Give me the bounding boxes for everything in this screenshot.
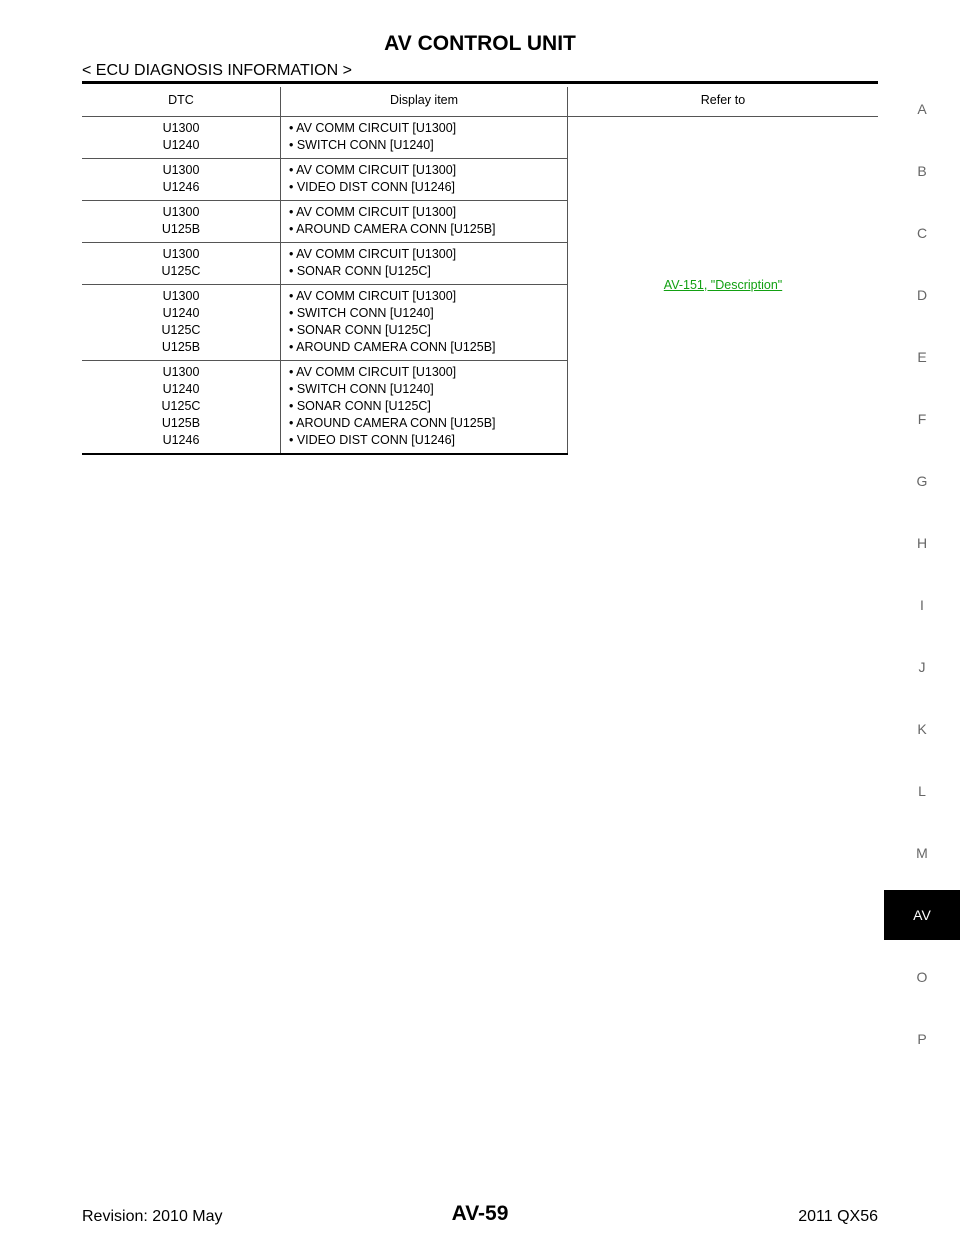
refer-to-link[interactable]: AV-151, "Description" <box>663 277 783 292</box>
display-item: • AV COMM CIRCUIT [U1300] <box>289 247 457 261</box>
display-items-cell: • AV COMM CIRCUIT [U1300] • VIDEO DIST CO… <box>280 158 568 201</box>
dtc-code: U1240 <box>162 306 200 320</box>
column-header-display-item: Display item <box>280 87 568 117</box>
page-title: AV CONTROL UNIT <box>384 32 576 55</box>
index-tab-p[interactable]: P <box>917 1031 927 1047</box>
dtc-code: U125C <box>161 399 201 413</box>
dtc-code: U1246 <box>162 433 200 447</box>
footer-revision: Revision: 2010 May <box>82 1208 223 1225</box>
display-item: • AV COMM CIRCUIT [U1300] <box>289 121 457 135</box>
dtc-code: U125B <box>161 416 201 430</box>
display-item: • VIDEO DIST CONN [U1246] <box>289 433 455 447</box>
display-item: • AV COMM CIRCUIT [U1300] <box>289 163 457 177</box>
dtc-code: U1300 <box>162 163 200 177</box>
index-tab-a[interactable]: A <box>917 101 927 117</box>
display-items-cell: • AV COMM CIRCUIT [U1300] • AROUND CAMERA… <box>280 200 568 243</box>
display-items-cell: • AV COMM CIRCUIT [U1300] • SWITCH CONN [… <box>280 284 568 361</box>
dtc-code: U125B <box>161 222 201 236</box>
display-items-cell: • AV COMM CIRCUIT [U1300] • SWITCH CONN [… <box>280 116 568 159</box>
index-tab-av[interactable]: AV <box>884 890 960 940</box>
dtc-code: U1300 <box>162 365 200 379</box>
index-tab-k[interactable]: K <box>917 721 927 737</box>
index-tab-g[interactable]: G <box>916 473 928 489</box>
display-item: • SWITCH CONN [U1240] <box>289 138 434 152</box>
dtc-code: U1300 <box>162 247 200 261</box>
index-tab-b[interactable]: B <box>917 163 927 179</box>
display-items-cell: • AV COMM CIRCUIT [U1300] • SWITCH CONN [… <box>280 360 568 455</box>
display-item: • AV COMM CIRCUIT [U1300] <box>289 365 457 379</box>
index-tab-l[interactable]: L <box>918 783 926 799</box>
index-tab-d[interactable]: D <box>916 287 928 303</box>
display-item: • AROUND CAMERA CONN [U125B] <box>289 222 496 236</box>
dtc-code: U1300 <box>162 289 200 303</box>
footer-model: 2011 QX56 <box>798 1208 878 1225</box>
display-item: • SWITCH CONN [U1240] <box>289 306 434 320</box>
table-header-row: DTC Display item Refer to <box>82 87 878 117</box>
dtc-code: U1240 <box>162 138 200 152</box>
display-item: • SONAR CONN [U125C] <box>289 399 431 413</box>
dtc-code: U125C <box>161 264 201 278</box>
dtc-code: U125C <box>161 323 201 337</box>
index-tab-i[interactable]: I <box>920 597 924 613</box>
dtc-code: U1240 <box>162 382 200 396</box>
dtc-code: U1300 <box>162 205 200 219</box>
index-tab-j[interactable]: J <box>918 659 926 675</box>
display-item: • AROUND CAMERA CONN [U125B] <box>289 340 496 354</box>
display-item: • SWITCH CONN [U1240] <box>289 382 434 396</box>
refer-to-cell: AV-151, "Description" <box>568 117 879 455</box>
index-tab-o[interactable]: O <box>916 969 928 985</box>
display-item: • AV COMM CIRCUIT [U1300] <box>289 205 457 219</box>
display-item: • AROUND CAMERA CONN [U125B] <box>289 416 496 430</box>
index-tab-m[interactable]: M <box>916 845 928 861</box>
dtc-code: U1300 <box>162 121 200 135</box>
section-heading: < ECU DIAGNOSIS INFORMATION > <box>82 62 352 79</box>
column-header-refer-to: Refer to <box>567 87 878 117</box>
dtc-code: U1246 <box>162 180 200 194</box>
header-rule <box>82 81 878 84</box>
display-items-cell: • AV COMM CIRCUIT [U1300] • SONAR CONN [U… <box>280 242 568 285</box>
index-tab-c[interactable]: C <box>916 225 928 241</box>
index-tab-h[interactable]: H <box>916 535 928 551</box>
column-header-dtc: DTC <box>82 87 281 117</box>
display-item: • VIDEO DIST CONN [U1246] <box>289 180 455 194</box>
index-tab-e[interactable]: E <box>917 349 927 365</box>
display-item: • SONAR CONN [U125C] <box>289 323 431 337</box>
display-item: • SONAR CONN [U125C] <box>289 264 431 278</box>
display-item: • AV COMM CIRCUIT [U1300] <box>289 289 457 303</box>
footer-page-number: AV-59 <box>451 1202 509 1225</box>
index-tab-f[interactable]: F <box>917 411 927 427</box>
dtc-code: U125B <box>161 340 201 354</box>
